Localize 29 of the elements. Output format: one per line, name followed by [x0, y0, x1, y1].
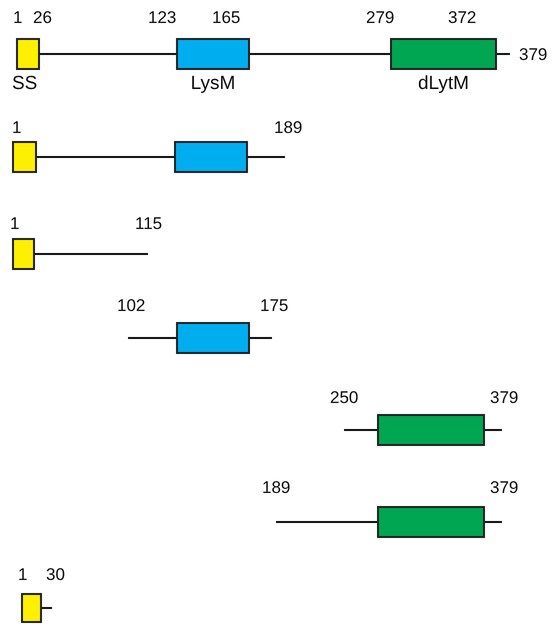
- domain-box: [377, 414, 485, 446]
- residue-number: 279: [366, 8, 394, 28]
- domain-box: [377, 506, 485, 538]
- domain-label: SS: [12, 73, 38, 95]
- residue-number: 26: [33, 8, 52, 28]
- residue-number: 189: [274, 118, 302, 138]
- residue-number: 372: [448, 8, 476, 28]
- residue-number: 165: [212, 8, 240, 28]
- domain-box: [21, 593, 42, 623]
- residue-number: 1: [18, 565, 28, 585]
- residue-number: 1: [13, 8, 22, 28]
- residue-number: 115: [135, 214, 162, 234]
- residue-number: 379: [519, 45, 548, 65]
- residue-number: 189: [262, 478, 290, 498]
- domain-box: [174, 141, 248, 173]
- residue-number: 123: [148, 8, 176, 28]
- domain-box: [12, 238, 35, 270]
- residue-number: 250: [330, 388, 358, 408]
- residue-number: 30: [46, 565, 65, 585]
- domain-label: LysM: [190, 73, 236, 95]
- residue-number: 1: [10, 214, 20, 234]
- domain-box: [12, 141, 37, 173]
- domain-box: [176, 322, 250, 354]
- residue-number: 175: [260, 296, 288, 316]
- residue-number: 102: [117, 296, 146, 316]
- domain-label: dLytM: [418, 73, 470, 95]
- residue-number: 379: [490, 388, 518, 408]
- residue-number: 379: [490, 478, 518, 498]
- residue-number: 1: [12, 118, 22, 138]
